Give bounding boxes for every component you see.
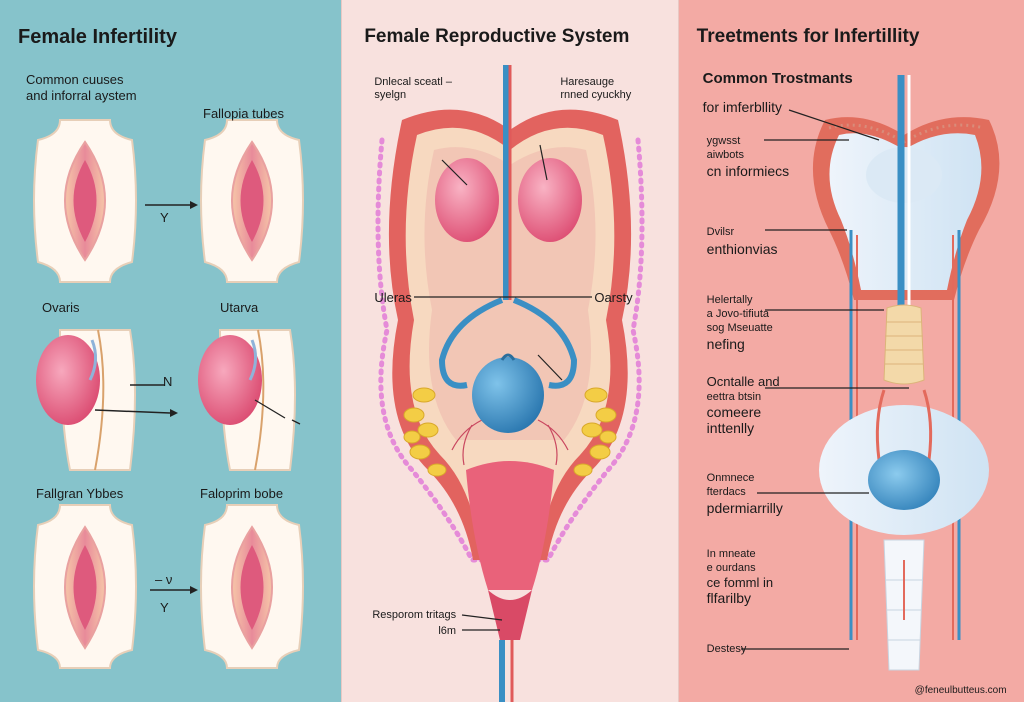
top-left-label-2: syelgn [374, 89, 407, 101]
treatment-note-2c: cn informiecs [706, 163, 790, 179]
cervical-segment [883, 304, 925, 385]
ovary-drawing-2 [198, 329, 296, 471]
treatment-note-2b: aiwbots [706, 149, 744, 161]
treatment-note-5b: eettra btsin [706, 391, 762, 403]
treatment-illustration [740, 75, 1000, 671]
treatment-note-7d: flfarilby [706, 590, 752, 606]
leader-lines-right [740, 109, 909, 650]
treatment-note-4c: sog Mseuatte [706, 322, 773, 334]
treatment-note-3b: enthionvias [706, 241, 778, 257]
top-right-label-2: rnned cyuckhy [560, 89, 632, 101]
tube-drawing-3 [33, 504, 137, 669]
treatment-note-8: Destesy [706, 643, 747, 655]
ovary-left [435, 158, 500, 242]
treatment-note-4b: a Jovo-tifiuta [706, 308, 770, 320]
label-oarsty: Oarsty [594, 290, 633, 305]
reproductive-system-illustration [375, 65, 645, 702]
treatment-note-5d: inttenlly [706, 420, 755, 436]
treatment-note-6a: Onmnece [706, 472, 755, 484]
tissue-outline [375, 137, 645, 563]
right-title: Treetments for Infertillity [696, 26, 920, 47]
treatment-note-4a: Helertally [706, 294, 753, 306]
treatment-note-4d: nefing [706, 336, 745, 352]
tube-drawing-4 [200, 504, 304, 669]
arrow-label-y2: Y [160, 600, 169, 615]
follicles-right [573, 387, 617, 477]
left-subtitle-1: Common cuuses [26, 72, 124, 87]
left-title: Female Infertility [18, 26, 177, 48]
right-subtitle: Common Trostmants [702, 70, 853, 87]
panel-treatments: Treetments for Infertillity Common Trost… [678, 0, 1024, 702]
label-ovaris: Ovaris [42, 300, 80, 315]
vessels [451, 419, 569, 466]
arrow-label-y1: Y [160, 210, 169, 225]
treatment-note-5a: Ocntalle and [706, 374, 780, 389]
treatment-note-3a: Dvilsr [706, 226, 735, 238]
follicles-left [403, 387, 447, 477]
arrow-label-n: N [163, 374, 173, 389]
middle-title: Female Reproductive System [364, 26, 630, 47]
left-illustrations [33, 119, 304, 669]
watermark: @feneulbutteus.com [914, 685, 1007, 696]
panel-female-infertility: Female Infertility Common cuuses and inf… [0, 0, 342, 702]
left-subtitle-2: and inforral aystem [26, 88, 137, 103]
panel-reproductive-system: Female Reproductive System Dnlecal sceat… [341, 0, 679, 702]
top-right-label-1: Haresauge [560, 76, 615, 88]
treatment-note-7a: In mneate [706, 548, 756, 560]
leader-lines [414, 144, 593, 631]
ovary-drawing-1 [36, 329, 136, 471]
treatment-note-5c: comeere [706, 404, 762, 420]
treatment-note-6b: fterdacs [706, 486, 746, 498]
tube-drawing-1 [33, 119, 137, 283]
arrow-label-dash: – ν [155, 572, 173, 587]
treatment-note-6c: pdermiarrilly [706, 500, 783, 516]
bottom-label-2: l6m [438, 625, 457, 637]
bottom-label-1: Resporom tritags [372, 609, 457, 621]
treatment-note-7b: e ourdans [706, 562, 756, 574]
top-left-label-1: Dnlecal sceatl – [374, 76, 452, 88]
treatment-note-2a: ygwsst [706, 135, 741, 147]
embryo-bulb [867, 450, 940, 510]
label-utarva: Utarva [220, 300, 259, 315]
treatment-note-1: for imferbllity [702, 99, 783, 115]
label-uleras: Uleras [374, 290, 412, 305]
label-faloprim: Faloprim bobe [200, 486, 284, 501]
label-fallgran: Fallgran Ybbes [36, 486, 124, 501]
uterine-bulb [472, 357, 545, 433]
treatment-note-7c: ce fomml in [706, 575, 774, 590]
cervix [466, 461, 555, 590]
ovary-right [518, 158, 583, 242]
label-fallopia-tubes: Fallopia tubes [203, 106, 284, 121]
tube-drawing-2 [200, 119, 304, 283]
